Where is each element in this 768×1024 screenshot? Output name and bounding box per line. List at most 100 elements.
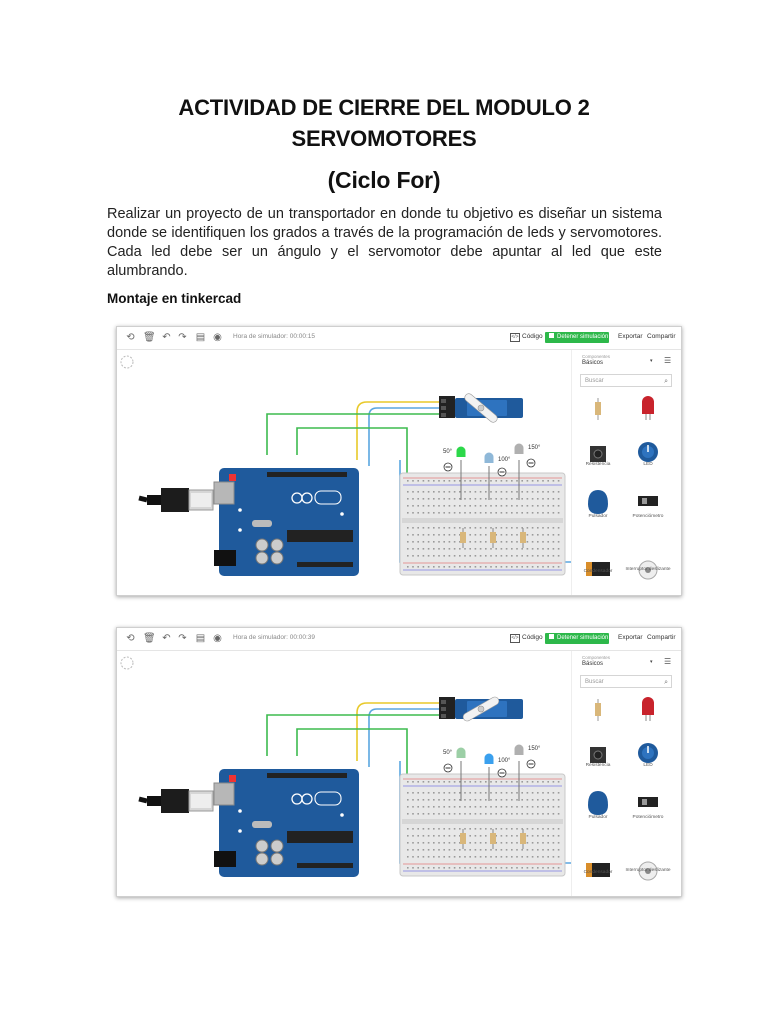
stop-simulation-button[interactable]: Detener simulación [545,332,609,343]
components-select[interactable]: Básicos [582,360,604,366]
arduino-uno[interactable] [213,769,359,877]
potentiometer-icon[interactable] [638,442,658,462]
led-50[interactable] [456,747,466,759]
slide-switch-icon[interactable] [638,797,658,807]
chevron-down-icon[interactable]: ▾ [650,358,653,364]
motor-icon[interactable] [638,560,658,580]
breadboard-hole [531,842,534,844]
led-150[interactable] [514,744,524,756]
share-button[interactable]: Compartir [647,333,676,340]
capacitor-icon[interactable] [588,791,608,815]
redo-icon[interactable]: ↷ [178,633,187,644]
rotate-icon[interactable]: ⟲ [126,332,135,343]
resistor-2[interactable] [490,829,496,849]
breadboard-hole [485,806,487,808]
battery-icon[interactable] [586,863,610,877]
breadboard-hole [511,505,513,507]
component-label: Resistencia [585,763,611,768]
eye-icon[interactable]: ◉ [213,332,222,343]
code-button[interactable]: Código [522,333,543,340]
undo-icon[interactable]: ↶ [162,633,171,644]
breadboard[interactable] [399,472,566,576]
wire-yellow[interactable] [356,702,439,761]
resistor-3[interactable] [520,528,526,548]
undo-icon[interactable]: ↶ [162,332,171,343]
breadboard-hole [526,498,529,500]
pushbutton-icon[interactable] [590,747,606,763]
resistor-icon[interactable] [595,398,601,420]
led-icon[interactable] [642,396,654,420]
motor-icon[interactable] [638,861,658,881]
breadboard-hole [521,512,523,514]
breadboard-hole [547,527,549,529]
breadboard-hole [526,480,529,482]
resistor-1[interactable] [460,528,466,548]
components-select[interactable]: Básicos [582,661,604,667]
battery-icon[interactable] [586,562,610,576]
circuit-canvas[interactable]: 50° 100° 150° [117,651,571,896]
resistor-1[interactable] [460,829,466,849]
notes-icon[interactable]: ▤ [195,332,206,343]
breadboard-hole [531,835,534,837]
breadboard[interactable] [399,773,566,877]
remove-icon[interactable] [443,763,453,773]
share-button[interactable]: Compartir [647,634,676,641]
stop-simulation-button[interactable]: Detener simulación [545,633,609,644]
remove-icon[interactable] [497,768,507,778]
resistor-3[interactable] [520,829,526,849]
breadboard-hole [505,480,508,482]
arduino-uno[interactable] [213,468,359,576]
breadboard-hole [505,781,508,783]
trash-icon[interactable]: 🗑 [143,332,156,343]
breadboard-hole [459,813,461,815]
breadboard-hole [417,835,419,837]
resistor-icon[interactable] [595,699,601,721]
export-button[interactable]: Exportar [618,333,643,340]
breadboard-holes [407,480,560,568]
capacitor-icon[interactable] [588,490,608,514]
component-icons [586,697,658,881]
trash-icon[interactable]: 🗑 [143,633,156,644]
eye-icon[interactable]: ◉ [213,633,222,644]
slide-switch-icon[interactable] [638,496,658,506]
breadboard-hole [500,548,503,550]
breadboard-hole [505,842,508,844]
breadboard-hole [521,856,523,858]
remove-icon[interactable] [443,462,453,472]
remove-icon[interactable] [526,458,536,468]
servo-motor[interactable] [439,392,523,424]
pushbutton-icon[interactable] [590,446,606,462]
circuit-canvas[interactable]: 50° 100° 150° [117,350,571,595]
breadboard-hole [490,527,492,529]
potentiometer-icon[interactable] [638,743,658,763]
breadboard-hole [511,849,513,851]
breadboard-hole [500,792,503,794]
remove-icon[interactable] [497,467,507,477]
breadboard-hole [542,849,544,851]
list-view-icon[interactable]: ☰ [664,657,672,666]
wire-yellow[interactable] [356,401,439,460]
chevron-down-icon[interactable]: ▾ [650,659,653,665]
search-input[interactable]: Buscar⌕ [580,675,672,688]
led-100[interactable] [484,753,494,765]
export-button[interactable]: Exportar [618,634,643,641]
led-150[interactable] [514,443,524,455]
redo-icon[interactable]: ↷ [178,332,187,343]
code-button[interactable]: Código [522,634,543,641]
breadboard-hole [417,849,419,851]
zoom-fit-icon[interactable] [120,656,134,670]
search-input[interactable]: Buscar⌕ [580,374,672,387]
remove-icon[interactable] [526,759,536,769]
servo-motor[interactable] [439,696,523,723]
led-50[interactable] [456,446,466,458]
zoom-fit-icon[interactable] [120,355,134,369]
breadboard-hole [516,541,518,543]
led-100[interactable] [484,452,494,464]
rotate-icon[interactable]: ⟲ [126,633,135,644]
notes-icon[interactable]: ▤ [195,633,206,644]
resistor-2[interactable] [490,528,496,548]
led-icon[interactable] [642,697,654,721]
breadboard-hole [495,813,497,815]
list-view-icon[interactable]: ☰ [664,356,672,365]
breadboard-hole [474,799,477,801]
